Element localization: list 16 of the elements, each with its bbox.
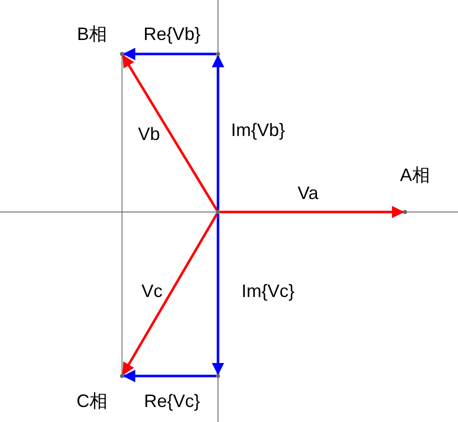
vector-point	[120, 52, 124, 56]
phase-label: B相	[77, 25, 107, 43]
vector-point	[403, 210, 407, 214]
vector-point	[216, 210, 220, 214]
vector-arrow	[122, 213, 218, 376]
vector-point	[120, 374, 124, 378]
vector-arrow	[212, 54, 224, 210]
vector-arrow	[212, 214, 224, 376]
vector-arrow	[220, 206, 404, 218]
phase-label: C相	[76, 392, 108, 410]
vector-arrow	[122, 370, 216, 382]
phase-label: A相	[400, 166, 430, 184]
vector-point	[216, 52, 220, 56]
vector-point	[216, 374, 220, 378]
vector-arrow	[122, 54, 218, 211]
vector-arrow	[122, 48, 216, 60]
